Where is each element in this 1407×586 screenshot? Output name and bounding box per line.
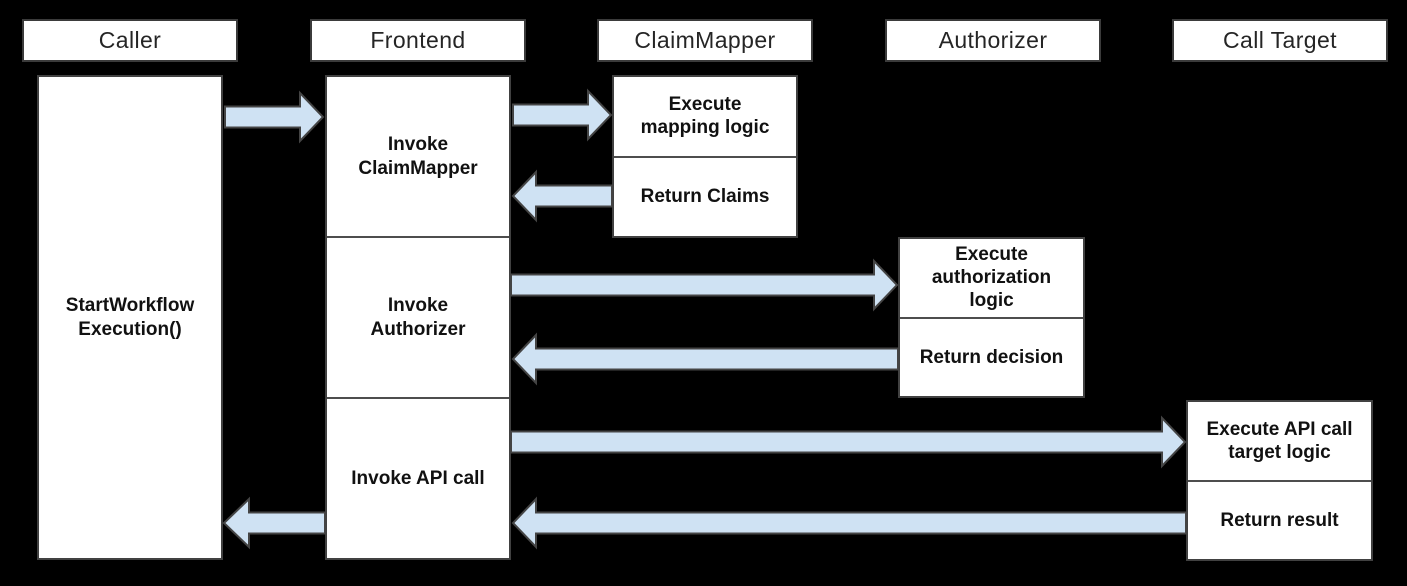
caller-activation-box: StartWorkflow Execution() (37, 75, 223, 560)
step-execute-authorization-logic: Execute authorization logic (931, 243, 1052, 312)
arrow-frontend-to-claimmapper-icon (512, 88, 613, 142)
step-invoke-api-call: Invoke API call (327, 397, 509, 558)
step-invoke-claimmapper: Invoke ClaimMapper (358, 134, 478, 179)
arrow-authorizer-to-frontend-icon (511, 332, 899, 386)
step-execute-mapping-logic: Execute mapping logic (640, 94, 770, 139)
step-execute-api-call-target-logic: Execute API call target logic (1206, 418, 1353, 463)
step-return-claims: Return Claims (614, 155, 796, 237)
lane-header-authorizer: Authorizer (885, 19, 1101, 62)
lane-header-frontend: Frontend (310, 19, 526, 62)
call-target-activation-box: Execute API call target logic Return res… (1186, 400, 1373, 561)
step-return-decision: Return decision (900, 316, 1083, 397)
arrow-frontend-to-authorizer-icon (510, 258, 899, 312)
step-startworkflowexecution: StartWorkflow Execution() (65, 295, 195, 340)
lane-header-call-target: Call Target (1172, 19, 1388, 62)
frontend-activation-box: Invoke ClaimMapper Invoke Authorizer Inv… (325, 75, 511, 560)
authorizer-activation-box: Execute authorization logic Return decis… (898, 237, 1085, 398)
arrow-call-target-to-frontend-icon (511, 496, 1187, 550)
arrow-frontend-to-caller-icon (222, 496, 326, 550)
lane-header-caller: Caller (22, 19, 238, 62)
arrow-claimmapper-to-frontend-icon (511, 169, 613, 223)
arrow-caller-to-frontend-icon (224, 90, 325, 144)
arrow-frontend-to-call-target-icon (510, 415, 1187, 469)
claimmapper-activation-box: Execute mapping logic Return Claims (612, 75, 798, 238)
step-invoke-authorizer: Invoke Authorizer (327, 236, 509, 397)
step-return-result: Return result (1188, 479, 1371, 560)
lane-header-claimmapper: ClaimMapper (597, 19, 813, 62)
